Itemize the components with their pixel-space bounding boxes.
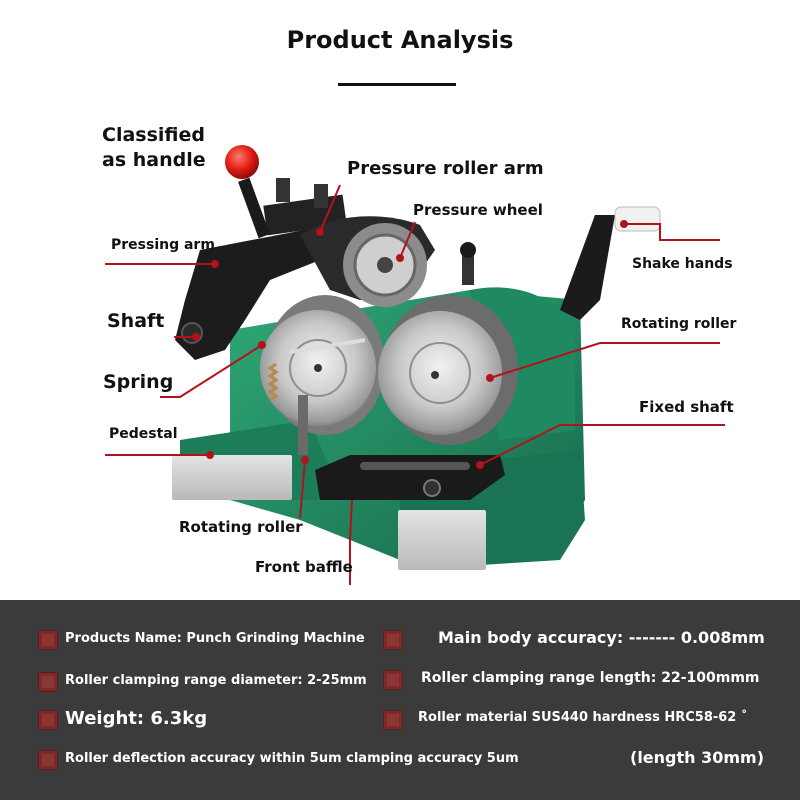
rotating-rollers (260, 295, 518, 445)
label-pressure-wheel: Pressure wheel (413, 201, 543, 219)
page-title: Product Analysis (286, 26, 514, 54)
bullet-square-icon (38, 630, 58, 650)
spring-part (267, 362, 308, 455)
product-illustration-area: Classified as handle Pressure roller arm… (102, 124, 737, 585)
bullet-square-icon (383, 670, 403, 690)
classified-handle-part (225, 145, 270, 239)
spec-deflection: Roller deflection accuracy within 5um cl… (65, 751, 519, 766)
label-shaft: Shaft (107, 310, 165, 332)
spec-panel: Products Name: Punch Grinding Machine Ma… (0, 600, 800, 800)
leader-dots (192, 220, 628, 469)
bullet-square-icon (38, 710, 58, 730)
bullet-square-icon (383, 710, 403, 730)
spec-product-name: Products Name: Punch Grinding Machine (65, 631, 365, 646)
pressing-arm-part (175, 178, 347, 360)
label-pressure-roller-arm: Pressure roller arm (347, 158, 544, 179)
spec-main-body-accuracy: Main body accuracy: ------- 0.008mm (438, 628, 765, 647)
bullet-square-icon (38, 750, 58, 770)
spec-diameter-range: Roller clamping range diameter: 2-25mm (65, 673, 367, 688)
bullet-square-icon (38, 672, 58, 692)
label-fixed-shaft: Fixed shaft (639, 398, 734, 416)
label-spring: Spring (103, 371, 174, 393)
leader-lines (105, 184, 725, 585)
title-underline (338, 83, 456, 86)
label-front-baffle: Front baffle (255, 558, 353, 576)
label-classified-handle-line2: as handle (102, 149, 206, 171)
label-rotating-roller-right: Rotating roller (621, 316, 737, 332)
label-classified-handle-line1: Classified (102, 124, 205, 146)
spec-weight: Weight: 6.3kg (65, 708, 208, 729)
front-baffle-part (315, 455, 505, 500)
spec-roller-material: Roller material SUS440 hardness HRC58-62… (418, 710, 748, 725)
bullet-square-icon (383, 630, 403, 650)
label-pedestal: Pedestal (109, 426, 178, 442)
spec-length-note: (length 30mm) (630, 748, 765, 767)
label-rotating-roller-bottom: Rotating roller (179, 518, 303, 536)
machine-illustration (105, 145, 725, 585)
spec-length-range: Roller clamping range length: 22-100mmm (421, 670, 760, 686)
label-shake-hands: Shake hands (632, 256, 733, 272)
label-pressing-arm: Pressing arm (111, 237, 215, 253)
